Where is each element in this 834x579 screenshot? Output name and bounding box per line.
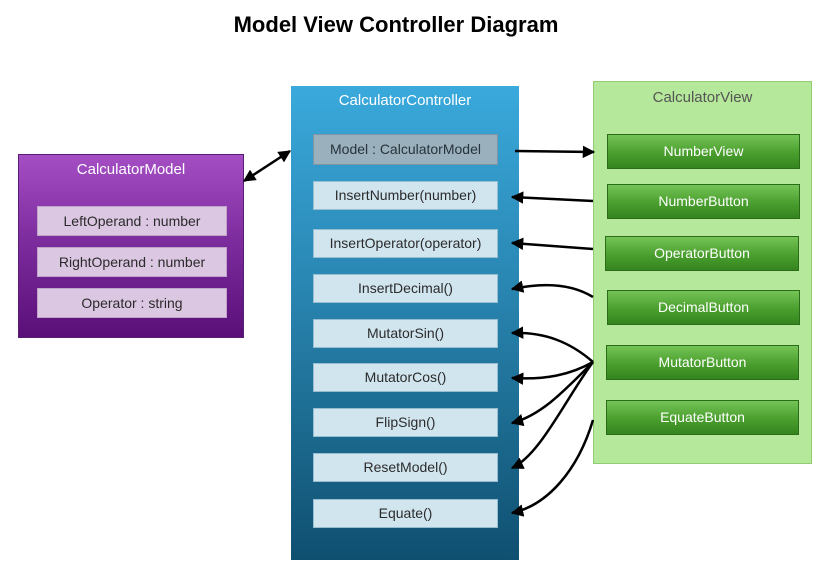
controller-item-mutator-cos: MutatorCos() <box>313 363 498 392</box>
view-mutator-button: MutatorButton <box>606 345 799 380</box>
arrow-controller-to-number-view <box>514 145 596 159</box>
arrow-model-controller <box>242 149 292 183</box>
view-equate-button: EquateButton <box>606 400 799 435</box>
controller-item-reset-model: ResetModel() <box>313 453 498 482</box>
controller-item-mutator-sin: MutatorSin() <box>313 319 498 348</box>
controller-title: CalculatorController <box>338 92 472 109</box>
model-title: CalculatorModel <box>76 161 186 178</box>
diagram-title: Model View Controller Diagram <box>233 12 559 37</box>
controller-item-insert-decimal: InsertDecimal() <box>313 274 498 303</box>
arrow-operator-button <box>510 237 594 251</box>
controller-item-insert-operator: InsertOperator(operator) <box>313 229 498 258</box>
model-field-left-operand: LeftOperand : number <box>37 206 227 236</box>
view-decimal-button: DecimalButton <box>607 290 800 325</box>
model-panel: CalculatorModel LeftOperand : number Rig… <box>18 154 244 338</box>
controller-item-flip-sign: FlipSign() <box>313 408 498 437</box>
view-title: CalculatorView <box>652 89 753 106</box>
controller-item-insert-number: InsertNumber(number) <box>313 181 498 210</box>
arrow-equate <box>510 419 595 517</box>
arrow-decimal-button <box>510 280 594 299</box>
arrow-number-button <box>510 191 594 204</box>
model-field-right-operand: RightOperand : number <box>37 247 227 277</box>
arrow-flip-sign <box>510 361 594 427</box>
arrow-reset-model <box>510 361 595 470</box>
view-operator-button: OperatorButton <box>605 236 799 271</box>
controller-item-equate: Equate() <box>313 499 498 528</box>
view-number-view: NumberView <box>607 134 800 169</box>
view-number-button: NumberButton <box>607 184 800 219</box>
arrow-mutator-sin <box>510 326 594 363</box>
model-field-operator: Operator : string <box>37 288 227 318</box>
controller-item-model: Model : CalculatorModel <box>313 134 498 165</box>
view-panel: CalculatorView NumberView NumberButton O… <box>593 81 812 464</box>
controller-panel: CalculatorController Model : CalculatorM… <box>291 86 519 560</box>
arrow-mutator-cos <box>510 360 594 385</box>
